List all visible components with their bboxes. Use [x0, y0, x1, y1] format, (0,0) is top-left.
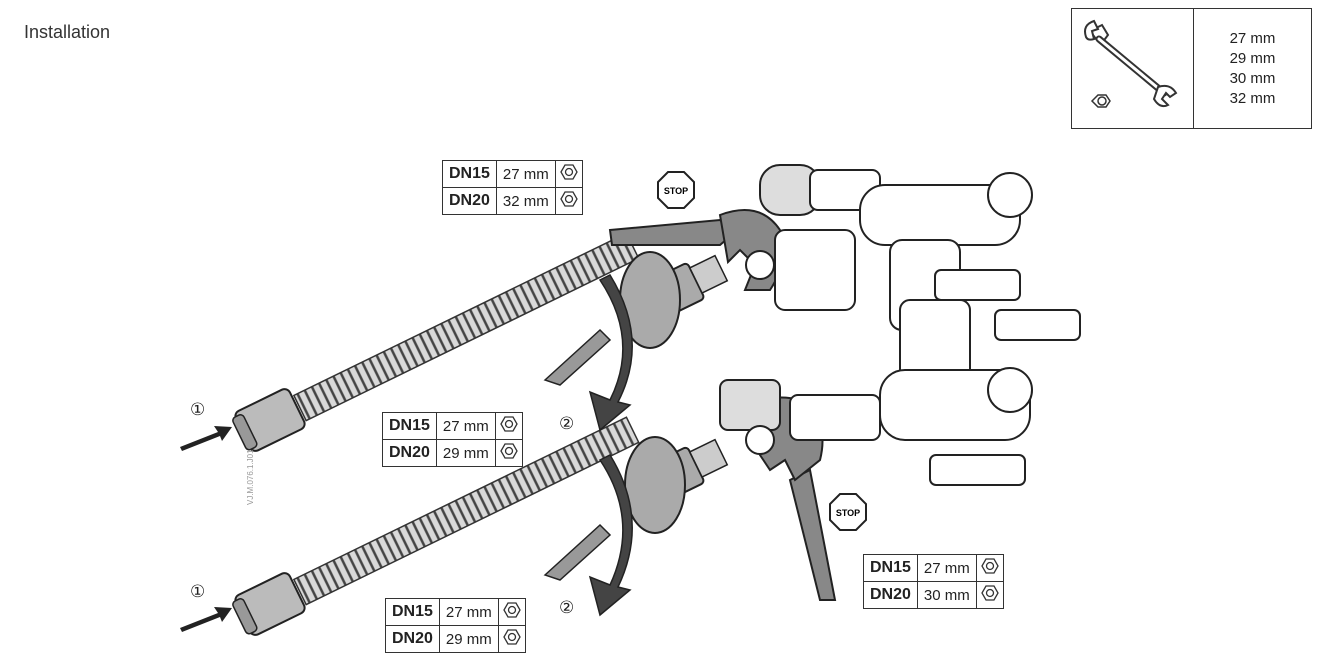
callout-1: ①	[190, 400, 206, 419]
table-row: DN15 27 mm	[385, 598, 526, 626]
dn-label: DN15	[442, 160, 497, 188]
wrench-size-box: 27 mm 29 mm 30 mm 32 mm	[1071, 8, 1312, 129]
wrench-size: 27 mm	[916, 554, 977, 582]
page-title: Installation	[24, 22, 111, 42]
table-row: DN20 29 mm	[385, 625, 526, 653]
rotate-arrow-icon	[543, 274, 633, 432]
wrench-size: 29 mm	[438, 625, 499, 653]
flexible-hose-upper	[232, 232, 729, 452]
figure-code: VJ.M.076.1.J01	[246, 449, 255, 505]
hex-nut-icon	[554, 160, 583, 188]
hex-nut-icon	[494, 412, 523, 440]
wrench-icon	[1084, 19, 1178, 108]
valve-manifold	[719, 164, 1081, 486]
dn-label: DN20	[863, 581, 918, 609]
hex-nut-icon	[554, 187, 583, 215]
callout-2: ②	[559, 414, 575, 433]
arrow-icon	[180, 426, 232, 451]
wrench-size: 32 mm	[495, 187, 556, 215]
dn-size-table-middle: DN15 27 mm DN20 29 mm	[382, 412, 523, 467]
stop-sign-icon: STOP	[829, 493, 867, 531]
hex-nut-icon	[1090, 94, 1111, 108]
dn-label: DN20	[385, 625, 440, 653]
table-row: DN20 30 mm	[863, 581, 1004, 609]
table-row: DN15 27 mm	[442, 160, 583, 188]
wrench-picture	[1072, 9, 1194, 128]
stop-sign-icon: STOP	[657, 171, 695, 209]
rotate-arrow-icon	[543, 454, 633, 617]
table-row: DN15 27 mm	[863, 554, 1004, 582]
table-row: DN20 32 mm	[442, 187, 583, 215]
dn-size-table-bottom: DN15 27 mm DN20 29 mm	[385, 598, 526, 653]
dn-label: DN20	[382, 439, 437, 467]
hex-nut-icon	[494, 439, 523, 467]
dn-label: DN15	[863, 554, 918, 582]
wrench-size: 27 mm	[435, 412, 496, 440]
dn-label: DN15	[385, 598, 440, 626]
callout-2: ②	[559, 598, 575, 617]
dn-label: DN20	[442, 187, 497, 215]
wrench-size: 30 mm	[1229, 69, 1276, 87]
dn-label: DN15	[382, 412, 437, 440]
callout-1: ①	[190, 582, 206, 601]
wrench-size: 27 mm	[438, 598, 499, 626]
hex-nut-icon	[497, 598, 526, 626]
wrench-size: 29 mm	[435, 439, 496, 467]
table-row: DN20 29 mm	[382, 439, 523, 467]
hex-nut-icon	[975, 554, 1004, 582]
wrench-size: 27 mm	[1229, 29, 1276, 47]
hex-nut-icon	[497, 625, 526, 653]
wrench-size: 27 mm	[495, 160, 556, 188]
stop-sign-label: STOP	[836, 508, 860, 518]
dn-size-table-top: DN15 27 mm DN20 32 mm	[442, 160, 583, 215]
wrench-size: 32 mm	[1229, 89, 1276, 107]
dn-size-table-right: DN15 27 mm DN20 30 mm	[863, 554, 1004, 609]
stop-sign-label: STOP	[664, 186, 688, 196]
arrow-icon	[180, 607, 232, 632]
hex-nut-icon	[975, 581, 1004, 609]
wrench-size: 29 mm	[1229, 49, 1276, 67]
wrench-size-list: 27 mm 29 mm 30 mm 32 mm	[1194, 9, 1311, 128]
table-row: DN15 27 mm	[382, 412, 523, 440]
wrench-size: 30 mm	[916, 581, 977, 609]
flexible-hose-lower	[232, 416, 729, 636]
